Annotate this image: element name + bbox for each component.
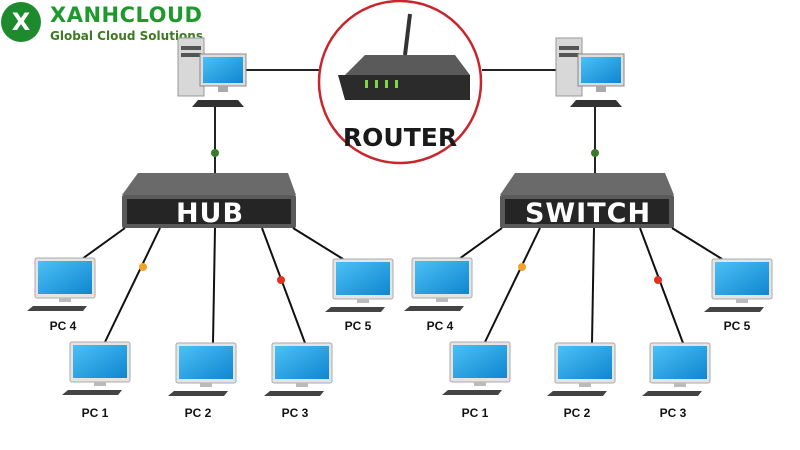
switch-top xyxy=(500,173,674,195)
led-green-icon xyxy=(211,149,219,157)
led-green-icon xyxy=(591,149,599,157)
keyboard-icon xyxy=(325,307,385,312)
led-indicator-icon xyxy=(277,276,285,284)
logo-mark-letter: X xyxy=(12,8,31,36)
switch-pc-pc1: PC 1 xyxy=(442,341,511,420)
antenna-icon xyxy=(403,13,412,56)
hub-link xyxy=(261,227,306,344)
left-desktop-computer xyxy=(177,37,247,107)
hub-front xyxy=(127,199,291,224)
pc-label: PC 3 xyxy=(282,406,309,420)
switch-link xyxy=(639,227,684,344)
screen xyxy=(275,346,329,379)
hub-link xyxy=(292,227,344,260)
keyboard-icon xyxy=(704,307,764,312)
hub-label: HUB xyxy=(176,198,244,229)
switch-pc-pc3: PC 3 xyxy=(642,342,711,420)
switch-link xyxy=(484,227,541,343)
screen xyxy=(453,345,507,378)
pc-label: PC 2 xyxy=(564,406,591,420)
router: ROUTER xyxy=(317,0,483,165)
logo-tagline: Global Cloud Solutions xyxy=(50,29,203,43)
screen xyxy=(653,346,707,379)
hub-link xyxy=(81,227,126,260)
screen xyxy=(179,346,233,379)
led-indicator-icon xyxy=(139,263,147,271)
switch-pc-pc4: PC 4 xyxy=(404,257,473,333)
led-indicator-icon xyxy=(518,263,526,271)
pc-label: PC 5 xyxy=(345,319,372,333)
keyboard-icon xyxy=(442,390,502,395)
right-desktop-computer xyxy=(555,37,625,107)
hub-pc-pc5: PC 5 xyxy=(325,258,394,333)
switch-front xyxy=(505,199,669,224)
router-front xyxy=(338,75,470,100)
keyboard-icon xyxy=(547,391,607,396)
switch-link xyxy=(671,227,723,260)
screen xyxy=(415,261,469,294)
switch-link xyxy=(458,227,503,260)
pc-label: PC 5 xyxy=(724,319,751,333)
led-indicator-icon xyxy=(654,276,662,284)
logo: X XANHCLOUD Global Cloud Solutions xyxy=(1,2,203,43)
screen xyxy=(38,261,92,294)
logo-brand: XANHCLOUD xyxy=(50,3,202,27)
switch: SWITCH xyxy=(500,173,674,229)
router-top xyxy=(345,55,470,75)
switch-pc-pc2: PC 2 xyxy=(547,342,616,420)
keyboard-icon xyxy=(62,390,122,395)
pc-label: PC 3 xyxy=(660,406,687,420)
screen xyxy=(558,346,612,379)
screen xyxy=(336,262,390,295)
hub-link xyxy=(212,227,216,344)
backbone-links xyxy=(214,69,596,175)
keyboard-icon xyxy=(168,391,228,396)
screen xyxy=(73,345,127,378)
hub-pc-pc2: PC 2 xyxy=(168,342,237,420)
screen xyxy=(715,262,769,295)
hub-pc-pc1: PC 1 xyxy=(62,341,131,420)
hub-top xyxy=(122,173,296,195)
keyboard-icon xyxy=(27,306,87,311)
pc-label: PC 4 xyxy=(50,319,77,333)
pc-label: PC 1 xyxy=(462,406,489,420)
keyboard-icon xyxy=(404,306,464,311)
switch-link xyxy=(591,227,595,344)
hub: HUB xyxy=(122,173,296,229)
switch-label: SWITCH xyxy=(525,198,651,229)
pc-label: PC 4 xyxy=(427,319,454,333)
keyboard-icon xyxy=(264,391,324,396)
logo-mark-icon xyxy=(1,2,41,42)
router-label: ROUTER xyxy=(343,123,457,152)
keyboard-icon xyxy=(642,391,702,396)
hub-link xyxy=(104,227,161,343)
pc-label: PC 1 xyxy=(82,406,109,420)
hub-pc-pc4: PC 4 xyxy=(27,257,96,333)
switch-pc-pc5: PC 5 xyxy=(704,258,773,333)
pc-label: PC 2 xyxy=(185,406,212,420)
hub-pc-pc3: PC 3 xyxy=(264,342,333,420)
